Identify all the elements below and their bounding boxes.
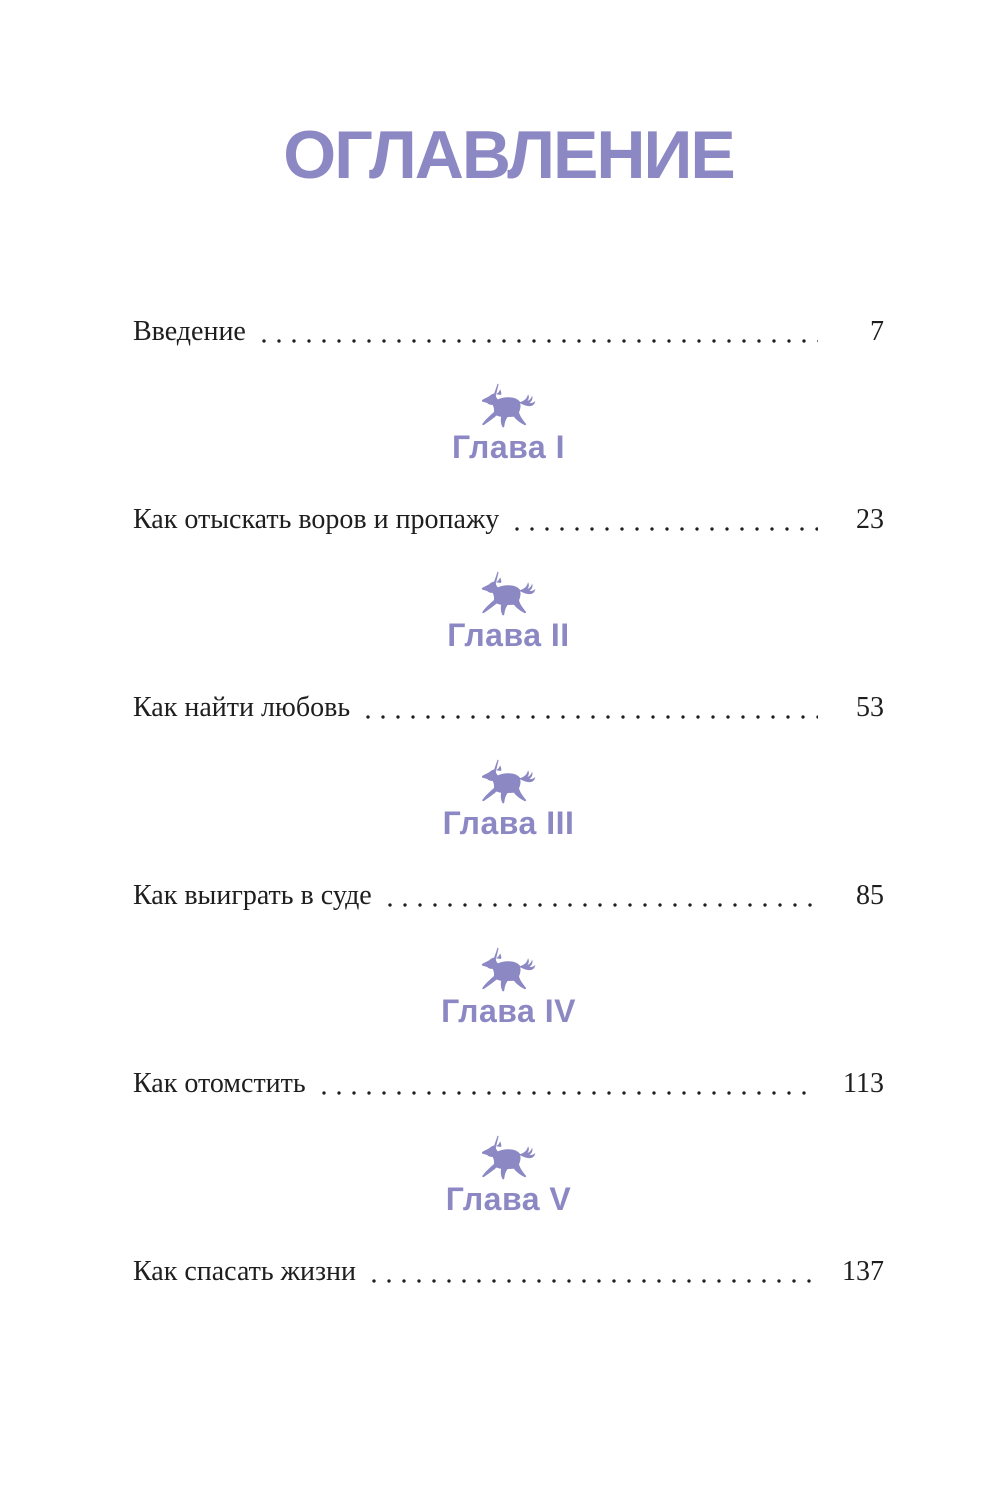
entry-title: Введение: [133, 316, 246, 347]
unicorn-icon: [471, 947, 547, 993]
chapter-label: Глава III: [442, 805, 575, 841]
chapter-label: Глава II: [447, 617, 570, 653]
dot-leader: [372, 1279, 816, 1283]
entry-title: Как отыскать воров и пропажу: [133, 504, 500, 535]
unicorn-icon: [471, 1135, 547, 1181]
toc-entry-introduction[interactable]: Введение 7: [133, 312, 884, 352]
entry-page-number: 137: [842, 1256, 884, 1287]
chapter-heading-1: Глава I: [133, 383, 884, 464]
entry-title: Как отомстить: [133, 1068, 306, 1099]
chapter-heading-3: Глава III: [133, 759, 884, 840]
dot-leader: [261, 339, 818, 343]
toc-entry-chapter-4[interactable]: Как отомстить 113: [133, 1064, 884, 1104]
dot-leader: [515, 527, 818, 531]
entry-page-number: 113: [843, 1068, 884, 1099]
entry-page-number: 53: [856, 692, 884, 723]
page-title: ОГЛАВЛЕНИЕ: [283, 117, 735, 193]
chapter-heading-2: Глава II: [133, 571, 884, 652]
chapter-label: Глава IV: [441, 993, 576, 1029]
toc-entry-chapter-1[interactable]: Как отыскать воров и пропажу 23: [133, 500, 884, 540]
dot-leader: [366, 715, 818, 719]
chapter-heading-4: Глава IV: [133, 947, 884, 1028]
chapter-label: Глава V: [445, 1181, 572, 1217]
dot-leader: [321, 1091, 818, 1095]
toc-entry-chapter-2[interactable]: Как найти любовь 53: [133, 688, 884, 728]
entry-page-number: 23: [856, 504, 884, 535]
toc-content: ОГЛАВЛЕНИЕ Введение 7 Глава I Как отыска…: [133, 117, 884, 1292]
entry-page-number: 7: [870, 316, 884, 347]
chapter-label: Глава I: [452, 429, 565, 465]
dot-leader: [387, 903, 818, 907]
unicorn-icon: [471, 759, 547, 805]
entry-title: Как найти любовь: [133, 692, 351, 723]
entry-page-number: 85: [856, 880, 884, 911]
unicorn-icon: [471, 571, 547, 617]
chapter-heading-5: Глава V: [133, 1135, 884, 1216]
entry-title: Как спасать жизни: [133, 1256, 357, 1287]
toc-entry-chapter-3[interactable]: Как выиграть в суде 85: [133, 876, 884, 916]
unicorn-icon: [471, 383, 547, 429]
entry-title: Как выиграть в суде: [133, 880, 372, 911]
toc-entry-chapter-5[interactable]: Как спасать жизни 137: [133, 1252, 884, 1292]
